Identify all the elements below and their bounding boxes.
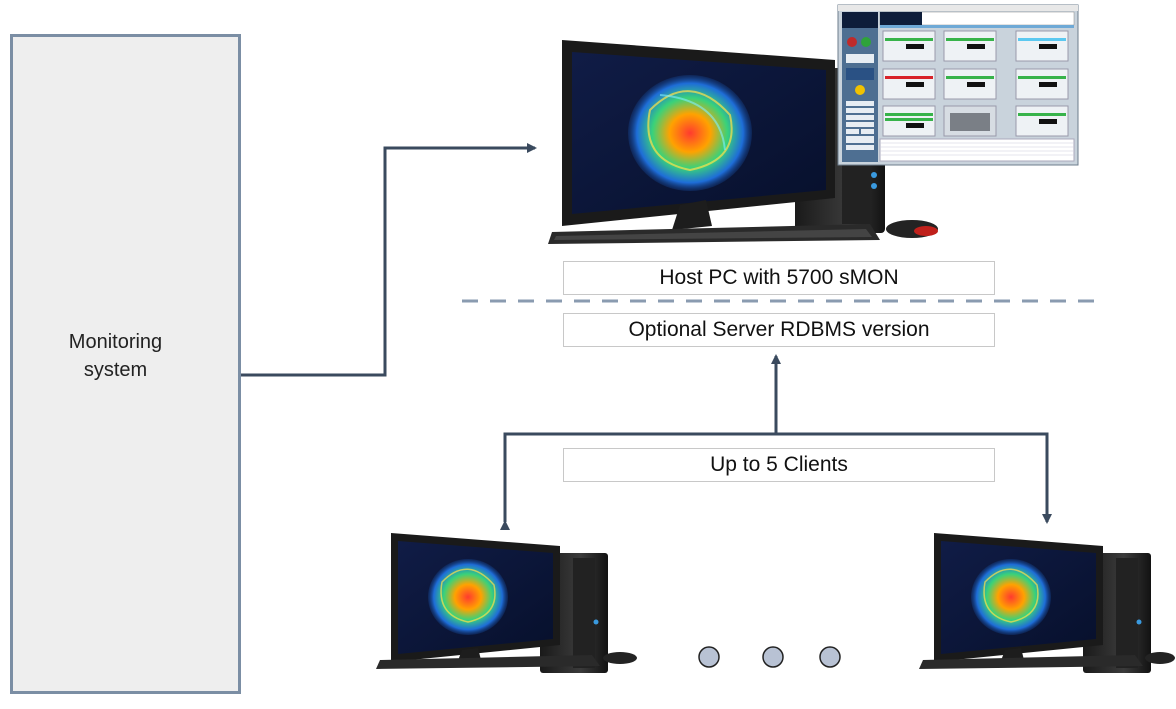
ellipsis-dot-2 bbox=[762, 646, 784, 668]
host-pc-label: Host PC with 5700 sMON bbox=[563, 261, 995, 295]
server-label: Optional Server RDBMS version bbox=[563, 313, 995, 347]
monitoring-label-line2: system bbox=[83, 359, 148, 381]
client-pc-right-illustration bbox=[919, 533, 1175, 673]
ellipsis-dot-3 bbox=[819, 646, 841, 668]
monitoring-host-connector bbox=[230, 143, 537, 380]
clients-label: Up to 5 Clients bbox=[563, 448, 995, 482]
monitoring-label-line1: Monitoring bbox=[68, 331, 163, 353]
monitoring-system-label: Monitoring system bbox=[0, 328, 231, 384]
smon-app-window bbox=[837, 4, 1079, 166]
monitoring-system-box bbox=[10, 34, 241, 694]
ellipsis-dot-1 bbox=[698, 646, 720, 668]
client-pc-left-illustration bbox=[376, 533, 637, 673]
